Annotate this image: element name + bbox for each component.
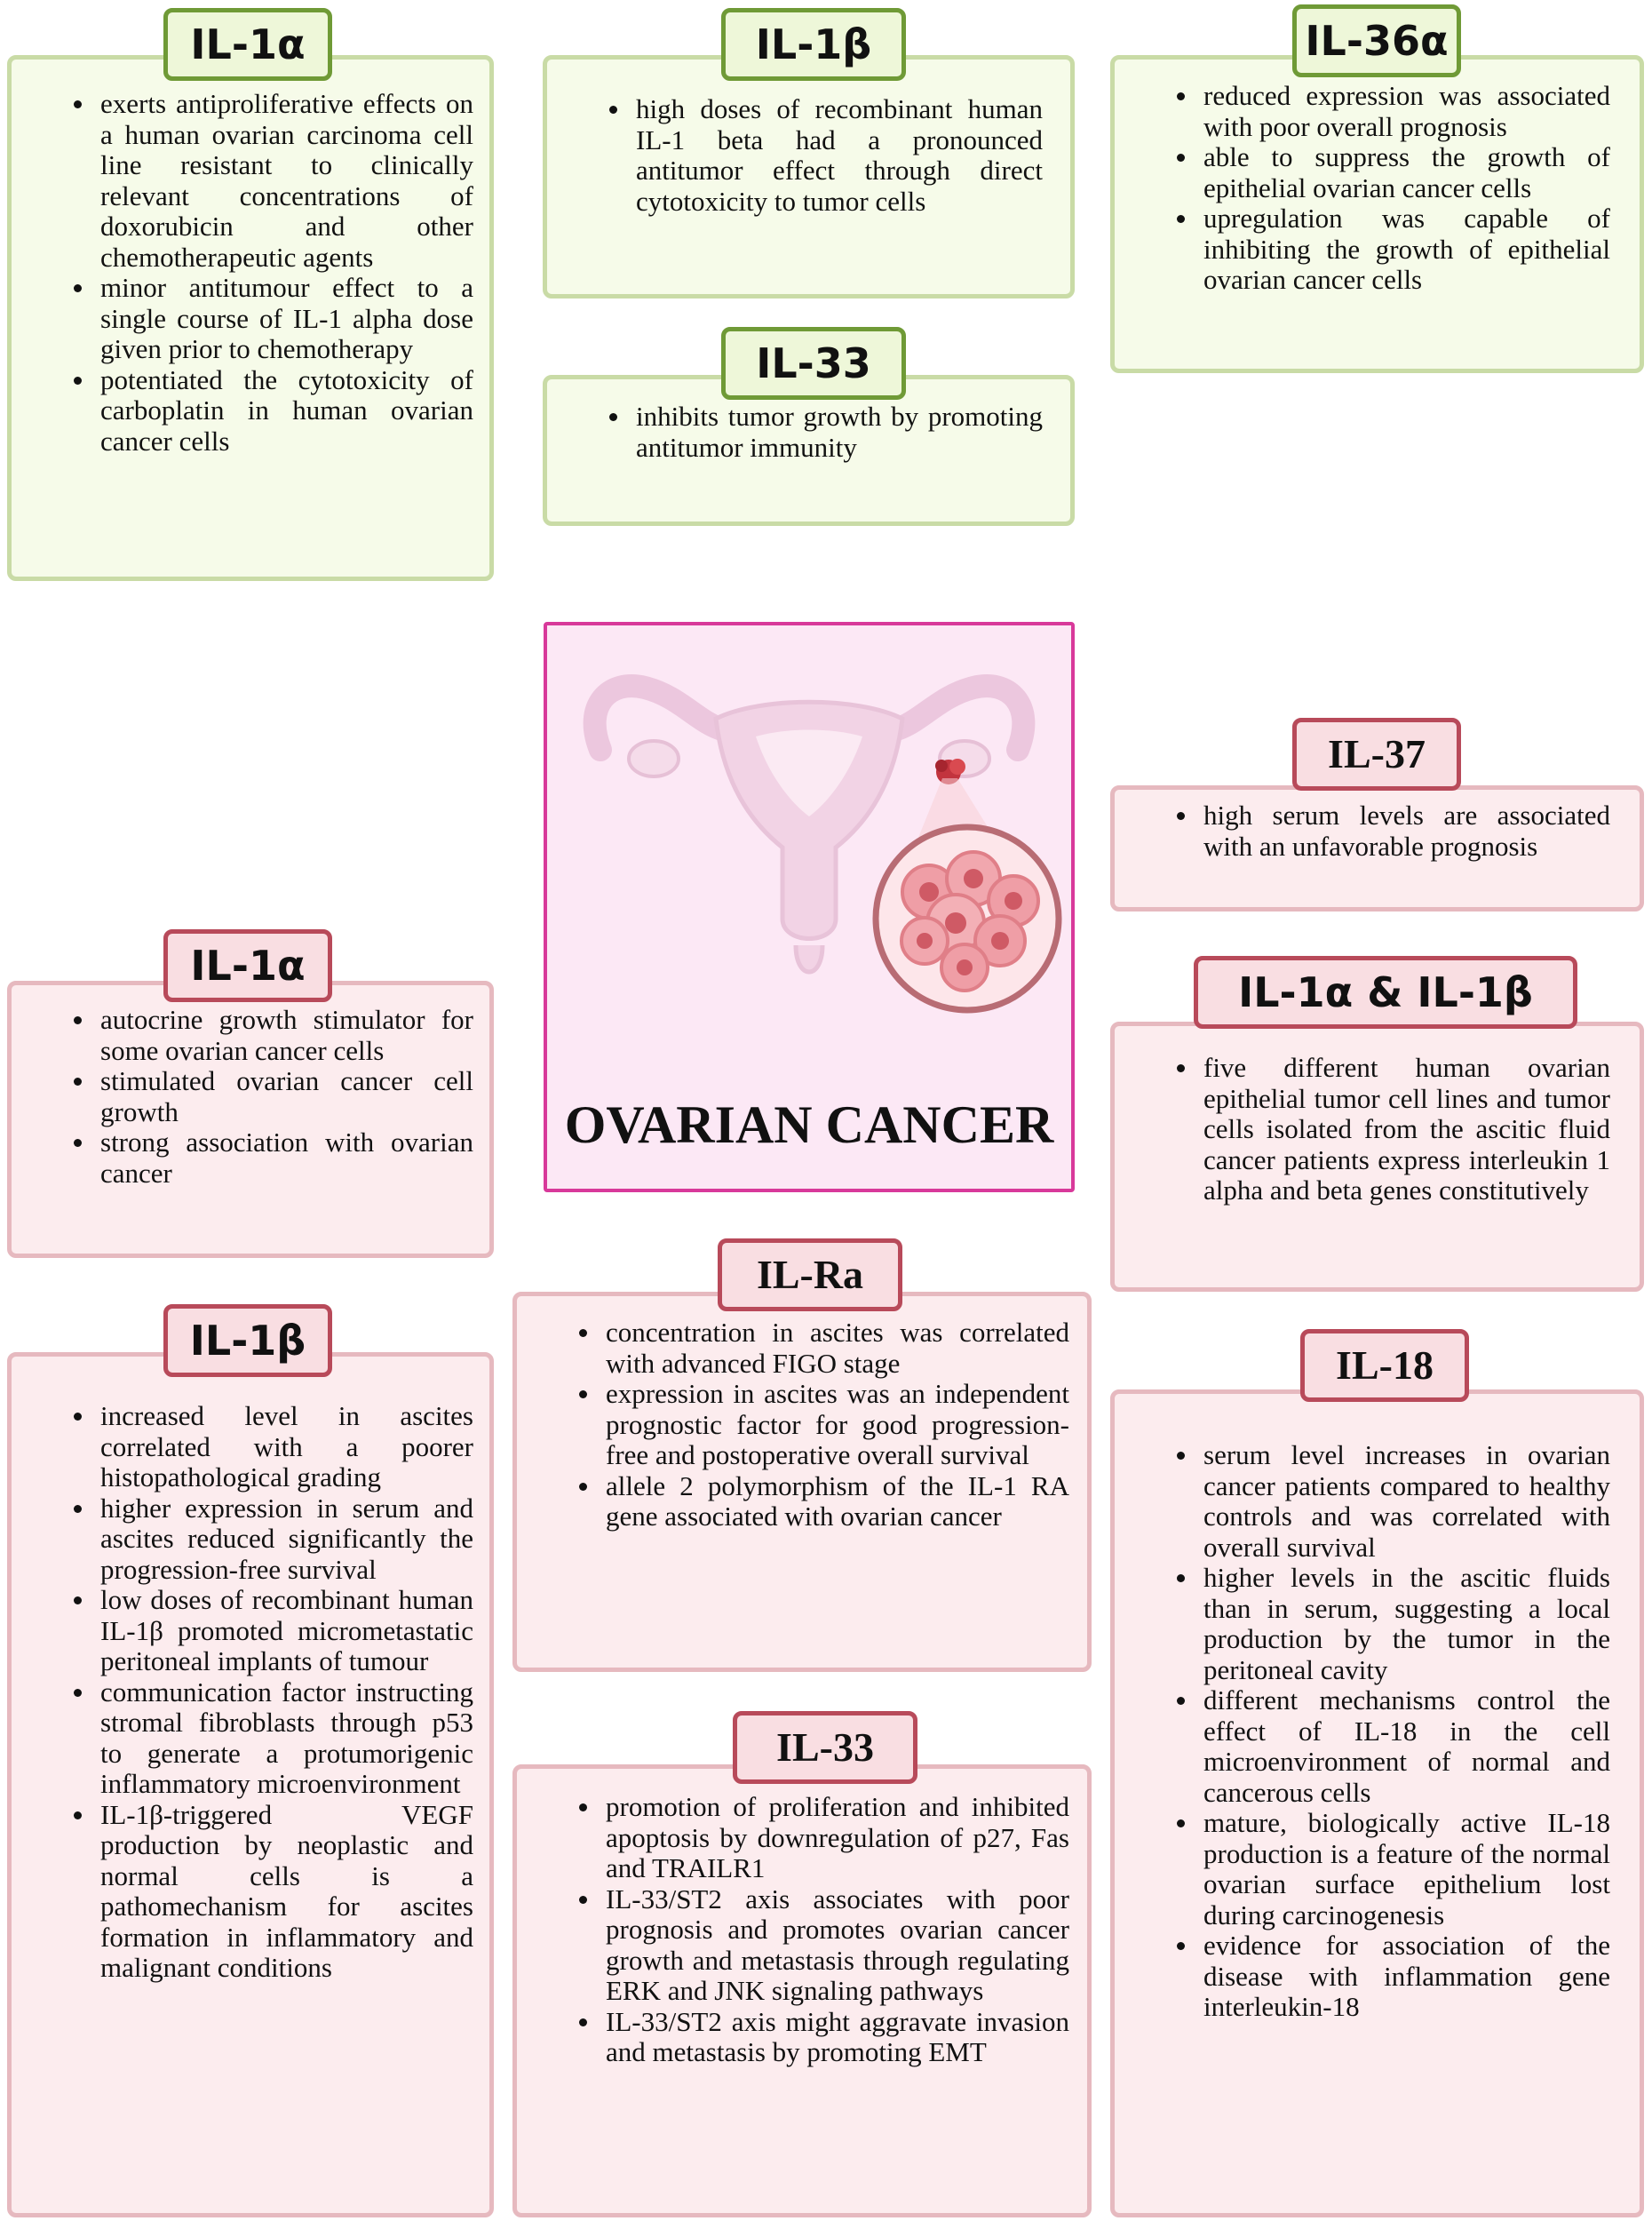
list-item: inhibits tumor growth by promoting antit… xyxy=(609,401,1043,463)
list-item: stimulated ovarian cancer cell growth xyxy=(74,1065,473,1127)
list-item: upregulation was capable of inhibiting t… xyxy=(1177,203,1610,295)
list-item: autocrine growth stimulator for some ova… xyxy=(74,1004,473,1066)
list-item: IL-33/ST2 axis might aggravate invasion … xyxy=(579,2005,1069,2067)
tag-green-il1a: IL-1α xyxy=(163,8,332,81)
tag-pink-il1b: IL-1β xyxy=(163,1304,332,1377)
card-pink-il1a-il1b: five different human ovarian epithelial … xyxy=(1110,1022,1644,1292)
list-item: high serum levels are associated with an… xyxy=(1177,800,1610,862)
card-pink-il1b-list: increased level in ascites correlated wi… xyxy=(67,1400,473,1984)
list-item: minor antitumour effect to a single cour… xyxy=(74,272,473,364)
card-pink-il1a: autocrine growth stimulator for some ova… xyxy=(7,981,494,1258)
list-item: low doses of recombinant human IL-1β pro… xyxy=(74,1584,473,1676)
tag-pink-il1a-il1b: IL-1α & IL-1β xyxy=(1194,956,1577,1029)
tag-pink-il37: IL-37 xyxy=(1292,718,1461,791)
list-item: reduced expression was associated with p… xyxy=(1177,80,1610,142)
list-item: potentiated the cytotoxicity of carbopla… xyxy=(74,363,473,457)
card-green-il1a-list: exerts antiproliferative effects on a hu… xyxy=(67,88,473,457)
card-pink-il33-list: promotion of proliferation and inhibited… xyxy=(572,1791,1069,2068)
uterus-tumor-illustration xyxy=(583,674,1062,1014)
list-item: expression in ascites was an independent… xyxy=(579,1378,1069,1470)
card-green-il36a: reduced expression was associated with p… xyxy=(1110,55,1644,373)
card-pink-il18-list: serum level increases in ovarian cancer … xyxy=(1170,1439,1610,2023)
card-pink-ilra-list: concentration in ascites was correlated … xyxy=(572,1317,1069,1532)
card-pink-il1a-il1b-list: five different human ovarian epithelial … xyxy=(1170,1052,1610,1206)
list-item: increased level in ascites correlated wi… xyxy=(74,1400,473,1493)
card-green-il33-list: inhibits tumor growth by promoting antit… xyxy=(602,401,1043,463)
list-item: evidence for association of the disease … xyxy=(1177,1930,1610,2022)
list-item: higher levels in the ascitic fluids than… xyxy=(1177,1562,1610,1685)
card-green-il33: inhibits tumor growth by promoting antit… xyxy=(543,375,1075,526)
card-pink-il37-list: high serum levels are associated with an… xyxy=(1170,800,1610,862)
tag-green-il33: IL-33 xyxy=(721,327,906,400)
list-item: allele 2 polymorphism of the IL-1 RA gen… xyxy=(579,1469,1069,1532)
tag-pink-ilra: IL-Ra xyxy=(718,1238,902,1311)
card-pink-il37: high serum levels are associated with an… xyxy=(1110,785,1644,911)
card-green-il1b-list: high doses of recombinant human IL-1 bet… xyxy=(602,93,1043,217)
cancer-cells-cluster xyxy=(900,850,1040,992)
list-item: able to suppress the growth of epithelia… xyxy=(1177,141,1610,203)
list-item: five different human ovarian epithelial … xyxy=(1177,1052,1610,1206)
list-item: high doses of recombinant human IL-1 bet… xyxy=(609,93,1043,217)
card-pink-il1b: increased level in ascites correlated wi… xyxy=(7,1352,494,2217)
list-item: IL-1β-triggered VEGF production by neopl… xyxy=(74,1798,473,1983)
card-pink-il18: serum level increases in ovarian cancer … xyxy=(1110,1389,1644,2217)
tag-pink-il33: IL-33 xyxy=(733,1711,917,1784)
card-pink-il33: promotion of proliferation and inhibited… xyxy=(512,1764,1092,2217)
card-pink-ilra: concentration in ascites was correlated … xyxy=(512,1292,1092,1672)
list-item: communication factor instructing stromal… xyxy=(74,1676,473,1799)
tag-green-il36a: IL-36α xyxy=(1292,4,1461,77)
card-green-il1a: exerts antiproliferative effects on a hu… xyxy=(7,55,494,581)
list-item: serum level increases in ovarian cancer … xyxy=(1177,1439,1610,1563)
list-item: mature, biologically active IL-18 produc… xyxy=(1177,1807,1610,1930)
list-item: IL-33/ST2 axis associates with poor prog… xyxy=(579,1883,1069,2006)
list-item: promotion of proliferation and inhibited… xyxy=(579,1791,1069,1883)
list-item: higher expression in serum and ascites r… xyxy=(74,1492,473,1585)
card-green-il1b: high doses of recombinant human IL-1 bet… xyxy=(543,55,1075,299)
ovarian-cancer-panel: OVARIAN CANCER xyxy=(544,622,1075,1192)
tag-pink-il18: IL-18 xyxy=(1300,1329,1469,1402)
list-item: strong association with ovarian cancer xyxy=(74,1126,473,1189)
tag-green-il1b: IL-1β xyxy=(721,8,906,81)
list-item: different mechanisms control the effect … xyxy=(1177,1684,1610,1808)
center-title: OVARIAN CANCER xyxy=(564,1095,1054,1154)
tag-pink-il1a: IL-1α xyxy=(163,929,332,1002)
list-item: concentration in ascites was correlated … xyxy=(579,1317,1069,1379)
card-pink-il1a-list: autocrine growth stimulator for some ova… xyxy=(67,1004,473,1189)
list-item: exerts antiproliferative effects on a hu… xyxy=(74,88,473,273)
card-green-il36a-list: reduced expression was associated with p… xyxy=(1170,80,1610,296)
